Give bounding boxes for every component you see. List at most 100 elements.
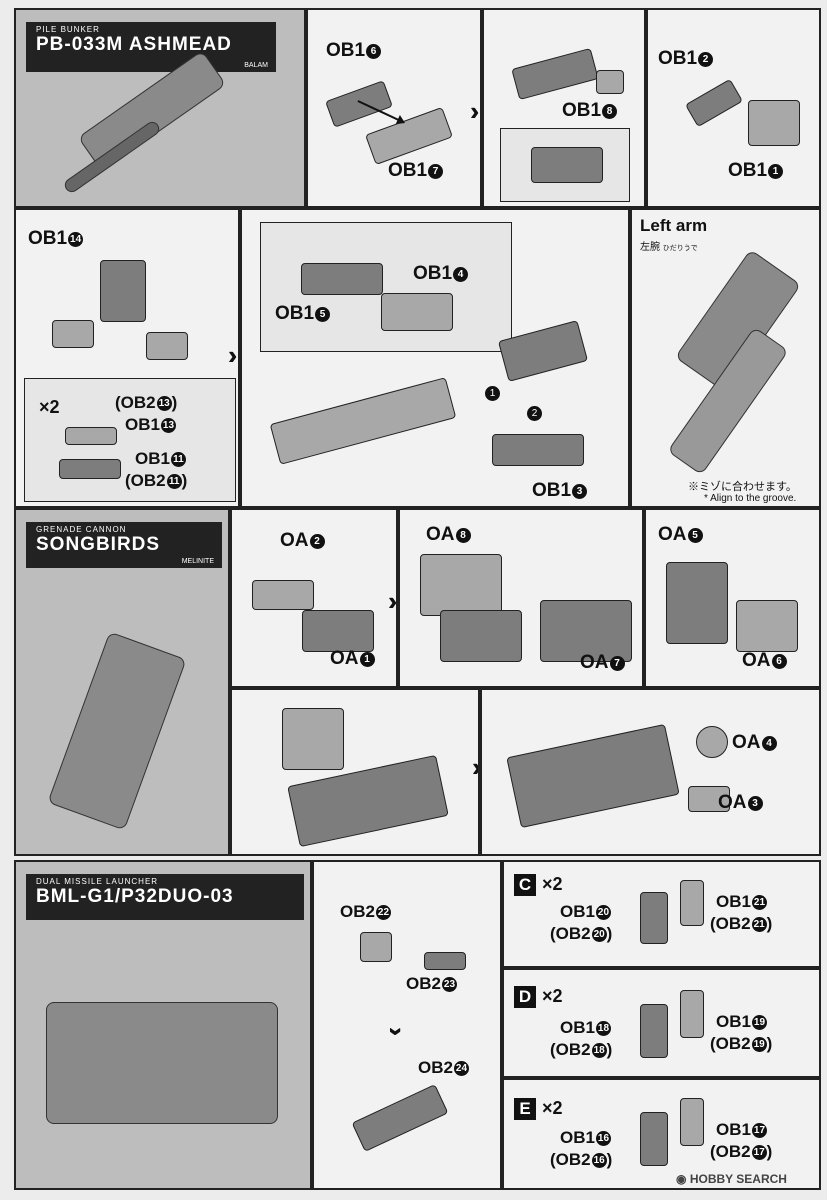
watermark-icon: ◉ [676,1172,687,1186]
launcher-subtitle: DUAL MISSILE LAUNCHER [36,877,159,886]
part-half-right [680,880,704,926]
part-side-left [52,320,94,348]
part-ob1-1 [748,100,800,146]
part-ob1-3 [492,434,584,466]
watermark-text: HOBBY SEARCH [689,1172,787,1186]
next-step-chevron: ›› [470,96,480,126]
part-oa7 [540,600,632,662]
left-arm-panel: Left arm 左腕 ひだりうで ※ミゾに合わせます。 * Align to … [630,208,821,508]
part-half-right [680,1098,704,1146]
step-c-header: C ×2 [514,874,563,896]
part-ob1-6 [325,80,393,128]
ashmead-tag: BALAM [244,62,268,69]
left-arm-jp: 左腕 ひだりうで [640,242,698,253]
part-oa1 [302,610,374,652]
part-oa2 [252,580,314,610]
part-half-left [640,1004,668,1058]
part-oa6 [736,600,798,652]
left-arm-title: Left arm [640,216,708,235]
part-half-right [680,990,704,1038]
part-oa-cannon-assembled [506,723,680,829]
launcher-title: BML-G1/P32DUO-03 [36,886,234,907]
part-side-right [146,332,188,360]
part-oa3 [688,786,730,812]
step-number-1: 1 [485,386,500,401]
songbirds-title-box: GRENADE CANNON SONGBIRDS MELINITE [26,522,222,568]
launcher-illustration [46,1002,278,1124]
step-e-header: E×2 [514,1098,563,1120]
step-d-header: D ×2 [514,986,563,1008]
part-ob2-22 [360,932,392,962]
part-ob1-4 [301,263,383,295]
letter-c: C [514,874,536,896]
next-step-chevron: ›› [388,586,396,616]
down-chevron: ›› [382,1026,413,1029]
part-ob2-assembled [351,1084,449,1152]
part-ob2-23 [424,952,466,970]
multiplier-x2: ×2 [542,1098,563,1118]
step-panel-oa4: ›› [230,688,480,856]
songbirds-subtitle: GRENADE CANNON [36,525,127,534]
songbirds-illustration [47,631,187,831]
ashmead-title-box: PILE BUNKER PB-033M ASHMEAD BALAM [26,22,276,72]
part-ob1-7 [365,106,453,166]
multiplier-x2: ×2 [39,397,60,417]
detail-inset [500,128,630,202]
detail-part [531,147,603,183]
part-ob1-14 [100,260,146,322]
part-ob1-13 [65,427,117,445]
part-pile-assembly [269,377,457,465]
multiplier-x2: ×2 [542,986,563,1006]
watermark: ◉ HOBBY SEARCH [676,1172,787,1186]
part-ob1-11 [59,459,121,479]
groove-note-jp: ※ミゾに合わせます。 [688,481,797,493]
launcher-artwork-panel: DUAL MISSILE LAUNCHER BML-G1/P32DUO-03 [14,860,312,1190]
multiplier-x2: ×2 [542,874,563,894]
ashmead-subtitle: PILE BUNKER [36,25,100,34]
next-step-chevron: ›› [228,340,238,370]
ashmead-title: PB-033M ASHMEAD [36,34,232,55]
part-ob1-2 [684,78,744,128]
songbirds-title: SONGBIRDS [36,534,161,555]
letter-d: D [514,986,536,1008]
